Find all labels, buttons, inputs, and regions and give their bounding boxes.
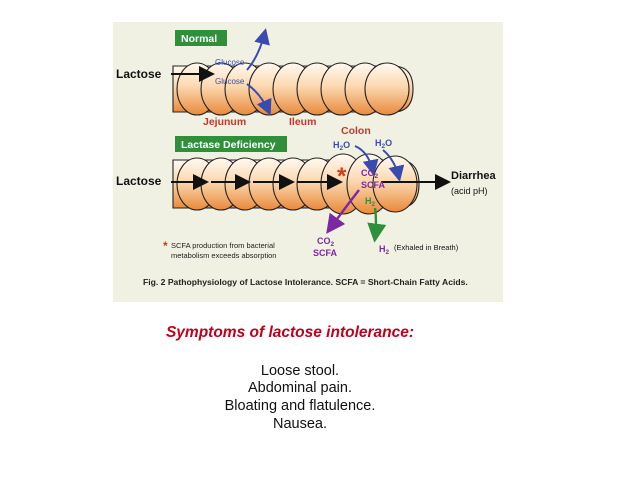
acid-ph-label: (acid pH) [451,186,488,196]
figure-caption: Fig. 2 Pathophysiology of Lactose Intole… [143,277,468,287]
scfa-label-outer: SCFA [313,248,338,258]
footnote-line-1: SCFA production from bacterial [171,241,275,250]
deficiency-label-box: Lactase Deficiency [175,136,287,152]
h2o-label-right: H2O [375,138,392,150]
colon-label: Colon [341,125,371,137]
symptoms-title: Symptoms of lactose intolerance: [165,324,415,341]
scfa-label-inner: SCFA [361,180,386,190]
lactose-label-normal: Lactose [116,67,162,81]
normal-intestine [172,62,414,116]
glucose-label-upper: Glucose [215,58,245,67]
asterisk-marker: * [337,163,347,190]
normal-label: Normal [181,33,217,45]
symptom-item: Loose stool. [260,363,340,379]
ileum-label: Ileum [289,116,316,128]
glucose-absorption-up-arrow [246,28,270,71]
lactose-label-deficiency: Lactose [116,174,162,188]
diarrhea-label: Diarrhea [451,170,497,182]
deficiency-label: Lactase Deficiency [181,139,276,151]
symptom-item: Nausea. [272,416,327,432]
lactose-intolerance-figure: Normal Lactose Glucose Glucose Jejunum I… [113,22,503,302]
h2o-inflow-arrow-left [354,145,379,176]
h2o-label-left: H2O [333,140,350,152]
h2-label-inner: H2 [365,196,376,208]
symptom-item: Bloating and flatulence. [224,398,376,414]
normal-label-box: Normal [175,30,227,46]
co2-scfa-outflow-arrow [326,189,360,234]
footnote-asterisk: * [163,239,168,253]
h2-outflow-arrow [367,207,387,243]
co2-label-outer: CO2 [317,236,335,248]
exhaled-label: (Exhaled in Breath) [394,243,459,252]
jejunum-label: Jejunum [203,116,246,128]
glucose-label-lower: Glucose [215,77,245,86]
symptom-item: Abdominal pain. [248,380,352,396]
footnote-line-2: metabolism exceeds absorption [171,251,276,260]
co2-label-inner: CO2 [361,168,379,180]
h2o-inflow-arrow-right [382,149,405,182]
deficiency-intestine [172,153,420,215]
h2-label-outer: H2 [379,244,390,256]
glucose-absorption-down-arrow [246,83,272,116]
